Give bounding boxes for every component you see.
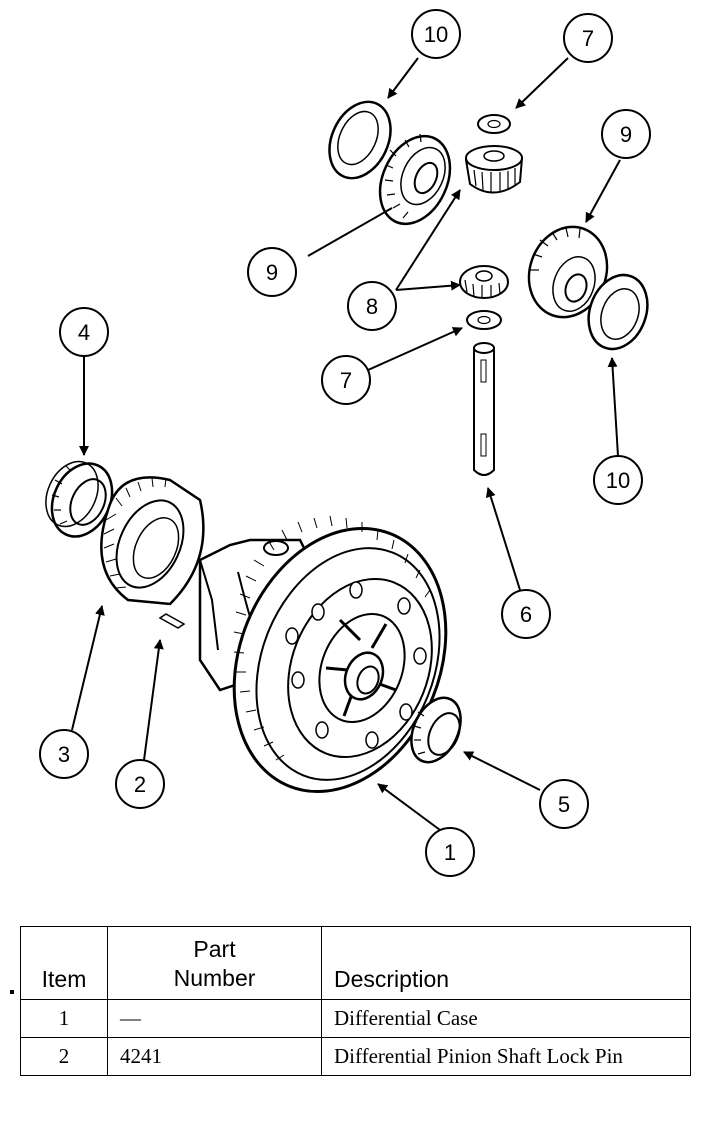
shaft-lock-pin	[158, 613, 186, 629]
callout-label: 9	[620, 122, 632, 147]
table-row: 2 4241 Differential Pinion Shaft Lock Pi…	[20, 1037, 691, 1076]
header-item: Item	[20, 926, 108, 1000]
leader-lines	[71, 57, 621, 831]
callout-label: 9	[266, 260, 278, 285]
thrust-washer-right	[587, 273, 649, 351]
callout-label: 1	[444, 840, 456, 865]
callout-label: 7	[340, 368, 352, 393]
callout-label: 4	[78, 320, 90, 345]
header-description: Description	[321, 926, 691, 1000]
cell-part-number: —	[107, 999, 322, 1038]
callout-9-upper: 9	[247, 247, 297, 297]
callout-label: 10	[424, 22, 448, 47]
callout-label: 6	[520, 602, 532, 627]
pinion-gear-upper	[464, 145, 524, 194]
callout-10-upper: 10	[411, 9, 461, 59]
side-bearing-right	[410, 696, 462, 764]
header-part-line1: Part	[193, 936, 236, 962]
pinion-washer-lower	[466, 310, 502, 330]
callout-1: 1	[425, 827, 475, 877]
table-header-row: Item Part Number Description	[20, 926, 691, 1000]
callout-4: 4	[59, 307, 109, 357]
side-gear-upper	[378, 133, 452, 226]
callout-label: 3	[58, 742, 70, 767]
pinion-gear-lower	[459, 265, 509, 299]
callout-10-lower: 10	[593, 455, 643, 505]
callout-8: 8	[347, 281, 397, 331]
callout-6: 6	[501, 589, 551, 639]
callout-label: 10	[606, 468, 630, 493]
callout-label: 7	[582, 26, 594, 51]
callout-label: 5	[558, 792, 570, 817]
callout-9-right: 9	[601, 109, 651, 159]
callout-5: 5	[539, 779, 589, 829]
table-row: 1 — Differential Case	[20, 999, 691, 1038]
pinion-washer-upper	[477, 114, 511, 134]
differential-case	[198, 515, 448, 794]
callout-label: 2	[134, 772, 146, 797]
callout-7-upper: 7	[563, 13, 613, 63]
cell-description: Differential Case	[321, 999, 691, 1038]
cell-item: 1	[20, 999, 108, 1038]
callout-label: 8	[366, 294, 378, 319]
callout-3: 3	[39, 729, 89, 779]
cell-description: Differential Pinion Shaft Lock Pin	[321, 1037, 691, 1076]
cell-part-number: 4241	[107, 1037, 322, 1076]
header-part-line2: Number	[173, 965, 256, 991]
cell-item: 2	[20, 1037, 108, 1076]
callout-7-lower: 7	[321, 355, 371, 405]
scan-mark	[10, 990, 14, 994]
pinion-shaft	[473, 342, 495, 476]
callout-2: 2	[115, 759, 165, 809]
exploded-differential-diagram: 10 7 9 9 8 4 7 10 6 3 2 5	[39, 9, 651, 877]
header-part-number: Part Number	[107, 926, 322, 1000]
parts-table: Item Part Number Description 1 — Differe…	[20, 926, 691, 1076]
speedometer-drive-gear	[100, 476, 205, 606]
thrust-washer-upper	[328, 100, 392, 180]
